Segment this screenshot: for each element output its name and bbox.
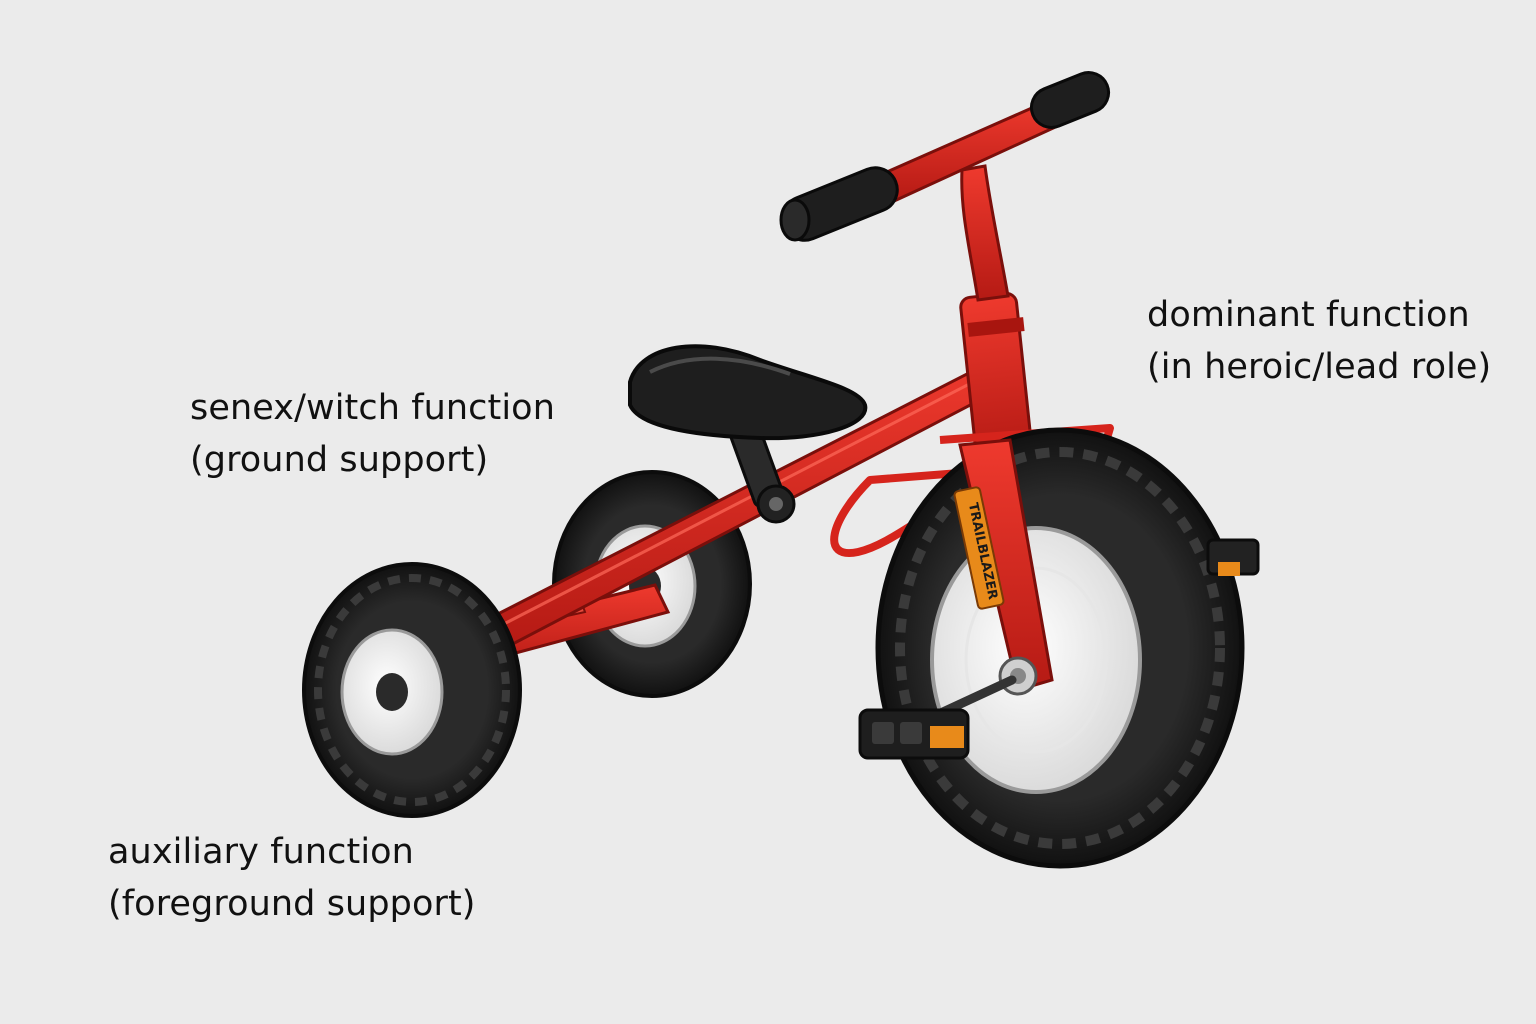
seat bbox=[628, 344, 868, 441]
label-dominant-line1: dominant function bbox=[1147, 295, 1470, 335]
handlebar-stem bbox=[960, 164, 1010, 302]
right-grip bbox=[1029, 71, 1111, 129]
label-auxiliary-line1: auxiliary function bbox=[108, 832, 414, 872]
front-wheel bbox=[875, 427, 1245, 869]
left-pedal bbox=[858, 675, 1017, 760]
label-senex-line2: (ground support) bbox=[190, 440, 489, 480]
label-dominant-function: dominant function (in heroic/lead role) bbox=[1147, 289, 1491, 393]
rear-left-wheel bbox=[302, 562, 522, 818]
label-senex-line1: senex/witch function bbox=[190, 388, 555, 428]
right-pedal bbox=[1206, 538, 1260, 576]
label-dominant-line2: (in heroic/lead role) bbox=[1147, 347, 1492, 387]
left-grip bbox=[779, 166, 899, 242]
label-auxiliary-line2: (foreground support) bbox=[108, 884, 476, 924]
handlebar bbox=[779, 71, 1111, 242]
head-tube bbox=[959, 292, 1033, 458]
label-auxiliary-function: auxiliary function (foreground support) bbox=[108, 826, 476, 930]
front-fork: TRAILBLAZER bbox=[953, 438, 1054, 696]
label-senex-witch-function: senex/witch function (ground support) bbox=[190, 382, 555, 486]
